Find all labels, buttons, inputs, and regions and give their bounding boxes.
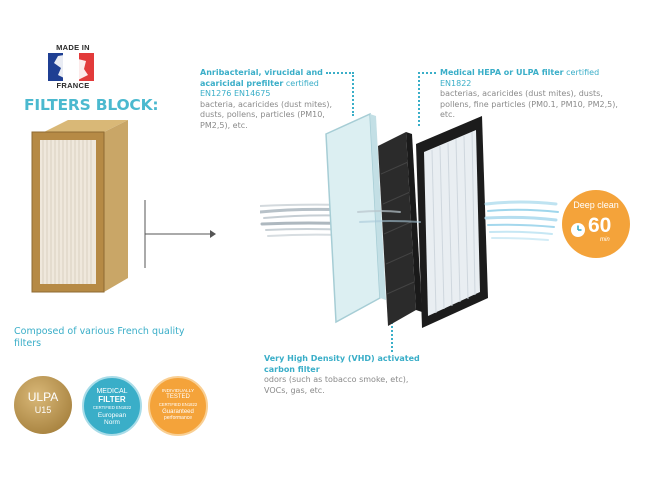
- prefilter-leader-h: [326, 72, 354, 76]
- prefilter-heading: Anribacterial, virucidal and acaricidal …: [200, 68, 323, 88]
- deep-clean-value: 60: [588, 214, 612, 237]
- made-in-label: MADE IN: [46, 44, 100, 52]
- prefilter-description: Anribacterial, virucidal and acaricidal …: [200, 68, 344, 131]
- composition-caption: Composed of various French quality filte…: [14, 326, 185, 349]
- page-title: FILTERS BLOCK:: [24, 96, 159, 114]
- tested-badge-line5: performance: [163, 415, 193, 421]
- tested-badge-line3: CERTIFIED EN1822: [158, 402, 198, 407]
- carbon-heading: Very High Density (VHD) activated carbon…: [264, 354, 420, 374]
- deep-clean-badge: Deep clean 60 min: [562, 190, 630, 258]
- medical-badge-line1: MEDICAL: [96, 388, 128, 395]
- medical-badge-line3: CERTIFIED EN1822: [92, 405, 132, 410]
- medical-badge-line4: European: [97, 412, 127, 419]
- hepa-body: bacterias, acaricides (dust mites), dust…: [440, 89, 618, 119]
- filters-exploded-image: [260, 112, 559, 328]
- prefilter-body: bacteria, acaricides (dust mites), dusts…: [200, 99, 333, 130]
- medical-badge-line5: Norm: [104, 419, 120, 426]
- deep-clean-label: Deep clean: [573, 200, 619, 210]
- hepa-cert: certified EN1822: [440, 68, 600, 88]
- prefilter-cert: certified EN1276 EN14675: [200, 78, 319, 99]
- medical-badge-line2: FILTER: [98, 395, 126, 404]
- tested-badge-line4: Guaranteed: [162, 409, 194, 415]
- filter-block-image: [31, 120, 128, 293]
- clock-icon: [571, 223, 585, 237]
- hepa-leader-h: [418, 72, 436, 76]
- medical-filter-badge: MEDICAL FILTER CERTIFIED EN1822 European…: [82, 376, 142, 436]
- carbon-leader-v: [391, 302, 395, 352]
- individually-tested-badge: INDIVIDUALLY TESTED CERTIFIED EN1822 Gua…: [148, 376, 208, 436]
- prefilter-leader-v: [352, 72, 356, 116]
- ulpa-badge-line2: U15: [34, 405, 52, 415]
- tested-badge-line2: TESTED: [166, 394, 190, 400]
- hepa-heading: Medical HEPA or ULPA filter: [440, 68, 564, 77]
- arrow-icon: [144, 200, 216, 268]
- deep-clean-unit: min: [600, 237, 610, 243]
- ulpa-badge-line1: ULPA: [27, 390, 59, 404]
- carbon-body: odors (such as tobacco smoke, etc), VOCs…: [264, 375, 409, 395]
- tested-badge-line1: INDIVIDUALLY: [161, 389, 195, 394]
- carbon-description: Very High Density (VHD) activated carbon…: [264, 354, 434, 396]
- hepa-description: Medical HEPA or ULPA filter certified EN…: [440, 68, 620, 121]
- france-label: FRANCE: [56, 81, 90, 90]
- france-map-icon: [48, 53, 94, 81]
- hepa-leader-v: [418, 72, 422, 126]
- made-in-line1: MADE IN: [56, 43, 90, 52]
- ulpa-badge: ULPA U15: [14, 376, 72, 434]
